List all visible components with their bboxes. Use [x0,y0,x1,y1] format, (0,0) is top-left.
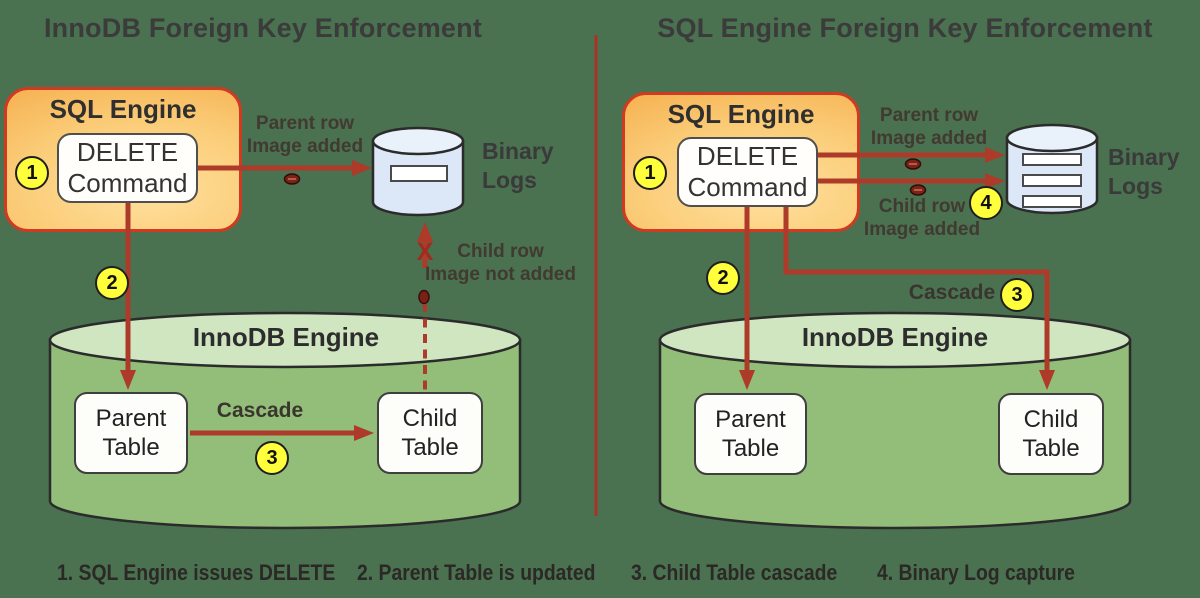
innodb-cylinder-right-top [658,311,1132,369]
parent-row-added-label-right: Parent row Image added [839,104,1019,150]
table-label-line: Parent [95,405,167,432]
legend-step-3: 3. Child Table cascade [631,560,838,585]
delete-command-box-right: DELETE Command [677,137,818,207]
label-line: Logs [482,167,537,193]
row-image-token-left [283,173,301,185]
legend-step-2: 2. Parent Table is updated [357,560,596,585]
child-row-added-label-right: Child row Image added [832,195,1012,241]
label-line: Parent row [879,105,979,126]
parent-row-added-label-left: Parent row Image added [215,112,395,158]
step-badge-1-left: 1 [15,156,49,190]
legend-step-4: 4. Binary Log capture [877,560,1075,585]
table-label-line: Child [402,405,458,432]
label-line: Child row [878,196,966,217]
row-image-token-right-parent [904,158,922,170]
label-line: Binary [1108,144,1180,170]
binary-logs-cylinder-right-top [1005,123,1099,153]
label-line: Image added [870,128,988,149]
delete-command-line1: DELETE [696,141,799,171]
child-table-box-left: Child Table [377,392,483,474]
binlog-row-bar [1022,153,1082,166]
label-line: Child row [457,241,544,262]
table-label-line: Child [1023,406,1079,433]
label-line: Parent row [255,113,355,134]
delete-command-line2: Command [67,168,188,198]
table-label-line: Table [401,434,459,461]
row-image-dot [418,289,430,305]
step-badge-2-left: 2 [95,266,129,300]
parent-table-box-right: Parent Table [694,393,807,475]
label-line: Image added [863,219,981,240]
blocked-x-mark: X [416,238,434,266]
cascade-label-left: Cascade [216,399,304,422]
child-table-box-right: Child Table [998,393,1104,475]
delete-command-line2: Command [687,172,808,202]
binlog-row-bar [1022,195,1082,208]
table-label-line: Parent [715,406,786,433]
label-line: Binary [482,138,554,164]
table-label-line: Table [102,434,160,461]
binary-logs-label-right: Binary Logs [1108,143,1180,201]
step-badge-1-right: 1 [633,156,667,190]
arrow-cascade-right [783,206,1055,390]
table-label-line: Table [721,435,780,462]
parent-table-box-left: Parent Table [74,392,188,474]
label-line: Image added [246,136,364,157]
binary-logs-label-left: Binary Logs [482,137,554,195]
right-diagram-title: SQL Engine Foreign Key Enforcement [657,13,1153,43]
legend-step-1: 1. SQL Engine issues DELETE [57,560,336,585]
step-badge-3-left: 3 [255,441,289,475]
innodb-engine-label-right: InnoDB Engine [801,322,989,352]
innodb-engine-label-left: InnoDB Engine [192,322,380,352]
delete-command-line1: DELETE [76,137,179,167]
binlog-row-bar [390,165,448,182]
innodb-cylinder-left-top [48,311,522,369]
child-row-not-added-label-left: Child row Image not added [408,240,593,286]
label-line: Logs [1108,173,1163,199]
table-label-line: Table [1022,435,1080,462]
row-image-token-right-child [909,184,927,196]
innodb-cylinder-right [658,338,1132,530]
left-diagram-title: InnoDB Foreign Key Enforcement [43,13,483,43]
step-badge-2-right: 2 [706,261,740,295]
cascade-label-right: Cascade [908,281,996,304]
sql-engine-title-right: SQL Engine [667,99,815,129]
label-line: Image not added [425,264,576,285]
sql-engine-title-left: SQL Engine [49,94,197,124]
step-badge-3-right: 3 [1000,278,1034,312]
delete-command-box-left: DELETE Command [57,133,198,203]
binlog-row-bar [1022,174,1082,187]
binary-logs-cylinder-left-top [371,126,465,156]
